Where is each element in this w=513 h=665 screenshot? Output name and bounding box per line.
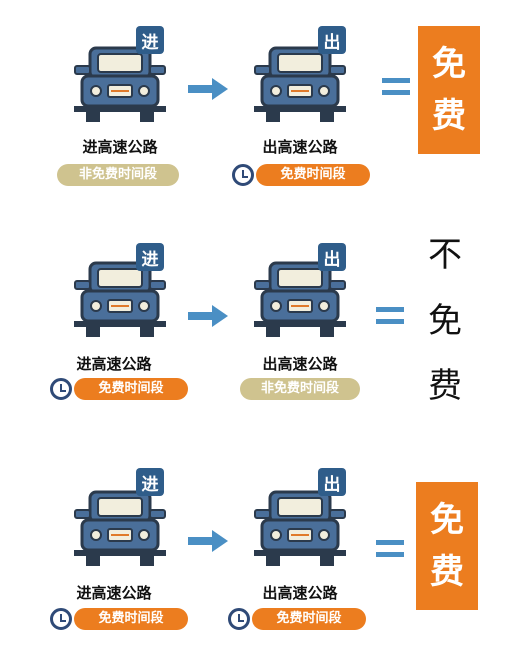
entry-period-badge: 免费时间段 (74, 378, 188, 400)
entry-car-icon (70, 245, 170, 337)
entry-car-icon (70, 474, 170, 566)
clock-icon (228, 608, 250, 630)
entry-badge: 进 (136, 468, 164, 496)
rule-row-3: 进 进高速公路 免费时间段 出 出高速公路 免费时间段 免 费 (0, 440, 513, 655)
clock-icon (50, 608, 72, 630)
result-char: 免 (428, 300, 462, 341)
result-char: 免 (430, 500, 464, 540)
result-free-box: 免 费 (418, 26, 480, 154)
result-char: 免 (432, 44, 466, 84)
result-char: 费 (428, 366, 462, 406)
exit-label: 出高速公路 (262, 355, 338, 373)
entry-car-icon (70, 30, 170, 122)
arrow-icon (188, 78, 228, 100)
exit-badge: 出 (318, 468, 346, 496)
equals-icon (376, 540, 404, 557)
entry-badge: 进 (136, 243, 164, 271)
result-char: 不 (428, 235, 462, 275)
exit-car-icon (250, 245, 350, 337)
entry-badge: 进 (136, 26, 164, 54)
clock-icon (232, 164, 254, 186)
clock-icon (50, 378, 72, 400)
result-not-free-text: 不 免 费 (414, 227, 476, 407)
result-char: 费 (430, 552, 464, 592)
entry-label: 进高速公路 (76, 584, 152, 602)
exit-period-badge: 免费时间段 (256, 164, 370, 186)
result-char: 费 (432, 96, 466, 136)
rule-row-1: 进 进高速公路 非免费时间段 出 出高速公路 免费时间段 免 费 (0, 0, 513, 215)
exit-label: 出高速公路 (262, 138, 338, 156)
exit-badge: 出 (318, 243, 346, 271)
exit-car-icon (250, 30, 350, 122)
entry-label: 进高速公路 (76, 355, 152, 373)
exit-badge: 出 (318, 26, 346, 54)
arrow-icon (188, 305, 228, 327)
exit-period-badge: 非免费时间段 (240, 378, 360, 400)
entry-label: 进高速公路 (82, 138, 158, 156)
exit-label: 出高速公路 (262, 584, 338, 602)
equals-icon (376, 307, 404, 324)
rule-row-2: 进 进高速公路 免费时间段 出 出高速公路 非免费时间段 不 免 费 (0, 215, 513, 430)
exit-period-badge: 免费时间段 (252, 608, 366, 630)
equals-icon (382, 78, 410, 95)
entry-period-badge: 免费时间段 (74, 608, 188, 630)
exit-car-icon (250, 474, 350, 566)
entry-period-badge: 非免费时间段 (57, 164, 179, 186)
result-free-box: 免 费 (416, 482, 478, 610)
arrow-icon (188, 530, 228, 552)
